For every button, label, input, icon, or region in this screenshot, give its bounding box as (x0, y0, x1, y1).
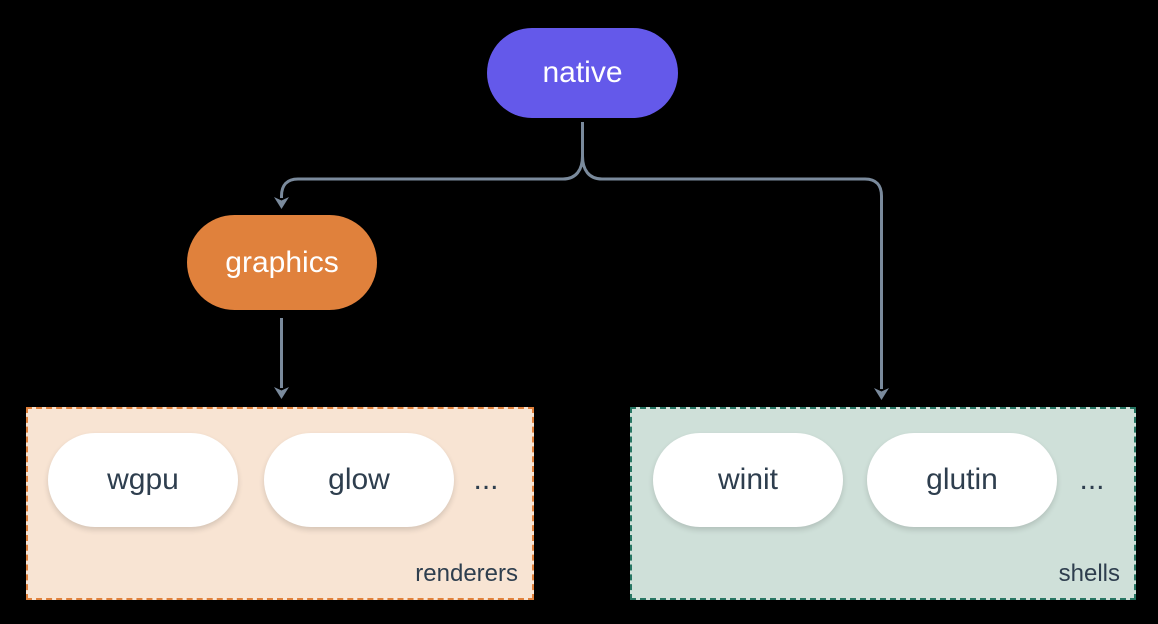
edge-native-to-graphics (280, 122, 584, 198)
node-graphics: graphics (187, 215, 377, 310)
node-wgpu: wgpu (48, 433, 238, 527)
arrowhead-renderers (274, 387, 289, 399)
node-glow: glow (264, 433, 454, 527)
shells-ellipsis-label: ... (1079, 463, 1105, 496)
node-native-label: native (542, 56, 623, 89)
group-label-renderers: renderers (415, 560, 518, 587)
node-winit-label: winit (717, 463, 778, 496)
group-renderers: wgpu glow ... renderers (26, 407, 534, 600)
node-glutin: glutin (867, 433, 1057, 527)
renderers-ellipsis-label: ... (473, 463, 499, 496)
arrowhead-graphics (274, 197, 289, 209)
shells-ellipsis: ... (1062, 433, 1122, 527)
node-graphics-label: graphics (225, 245, 339, 279)
arrowhead-shells (874, 388, 889, 400)
node-glow-label: glow (328, 463, 390, 496)
renderers-ellipsis: ... (456, 433, 516, 527)
node-wgpu-label: wgpu (107, 463, 179, 496)
node-glutin-label: glutin (926, 463, 998, 496)
node-winit: winit (653, 433, 843, 527)
edge-native-to-shells (581, 155, 883, 389)
node-native: native (487, 28, 678, 118)
group-label-shells: shells (1058, 560, 1120, 587)
group-shells: winit glutin ... shells (630, 407, 1136, 600)
